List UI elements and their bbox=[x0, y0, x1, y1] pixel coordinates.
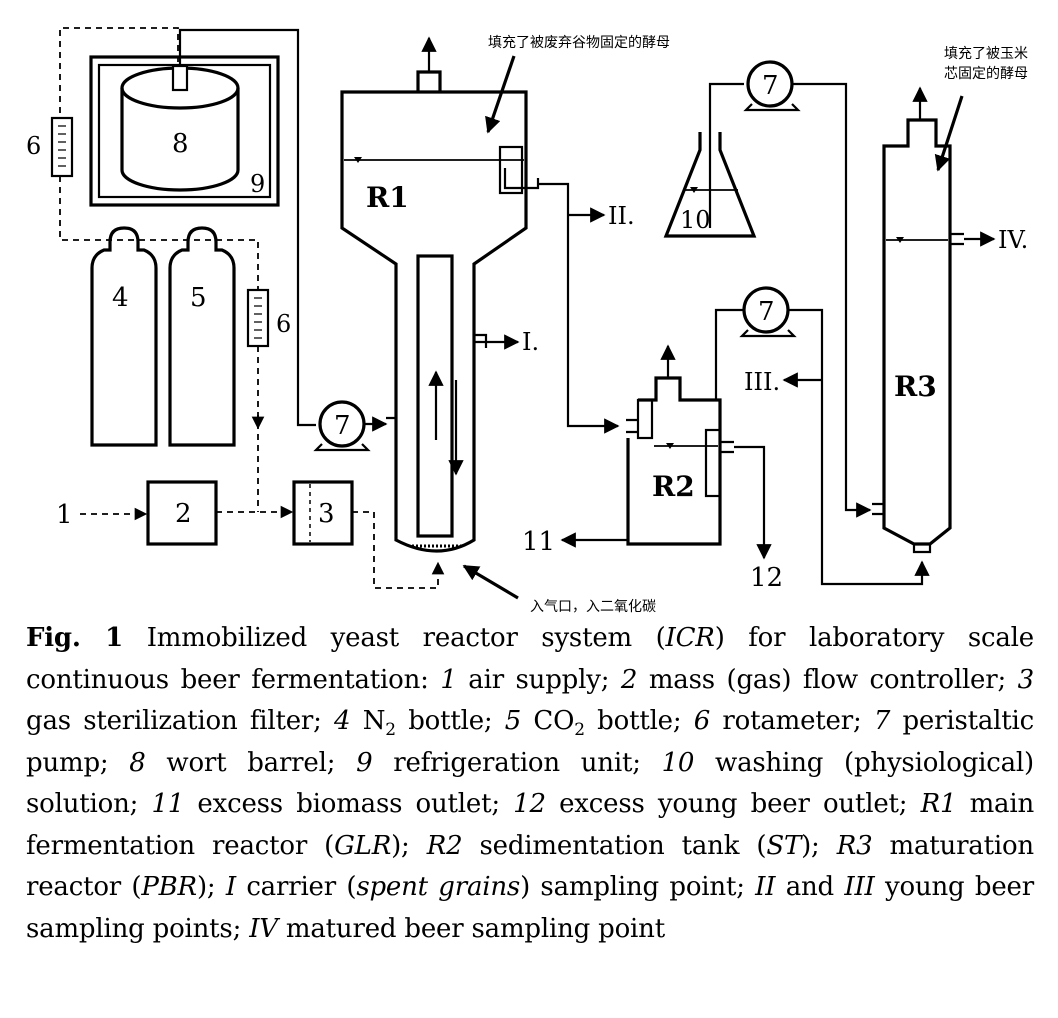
caption-segment: 5 bbox=[504, 706, 522, 736]
caption-segment: matured beer sampling point bbox=[277, 913, 665, 944]
sample-point-iii: III. bbox=[744, 368, 780, 396]
caption-segment: excess young beer outlet; bbox=[545, 789, 921, 819]
caption-segment: refrigeration unit; bbox=[372, 747, 662, 778]
wort-barrel bbox=[120, 64, 240, 192]
r3-maturation-reactor bbox=[872, 118, 964, 554]
rotameter-left bbox=[50, 116, 74, 178]
figure-caption: Fig. 1 Immobilized yeast reactor system … bbox=[26, 618, 1034, 950]
caption-segment: young beer sampling points; bbox=[26, 872, 1034, 944]
caption-segment: 9 bbox=[356, 747, 373, 778]
caption-segment: ); bbox=[391, 830, 427, 861]
caption-segment: III bbox=[844, 872, 875, 902]
n2-bottle bbox=[90, 226, 158, 447]
gas-line-bottles bbox=[59, 176, 259, 290]
caption-segment: N bbox=[350, 706, 386, 736]
caption-segment: GLR bbox=[334, 830, 392, 861]
caption-segment: R3 bbox=[836, 830, 873, 861]
mass-flow-controller bbox=[146, 480, 218, 546]
r2-label: R2 bbox=[652, 470, 695, 503]
caption-segment: and bbox=[775, 872, 845, 902]
r3-label: R3 bbox=[894, 370, 937, 403]
label-8: 8 bbox=[172, 129, 189, 159]
caption-segment: 12 bbox=[513, 789, 546, 819]
caption-segment: gas sterilization filter; bbox=[26, 706, 335, 736]
caption-segment: air supply; bbox=[456, 664, 621, 695]
caption-segment: 10 bbox=[661, 747, 695, 778]
caption-segment: 1 bbox=[440, 664, 457, 695]
gas-line-top bbox=[59, 27, 179, 118]
r1-main-fermentation-reactor bbox=[340, 70, 540, 553]
caption-segment: washing (physiological) solution; bbox=[26, 747, 1034, 820]
caption-segment: carrier ( bbox=[235, 872, 357, 902]
r3-annotation-line1: 填充了被玉米 bbox=[944, 46, 1028, 62]
sample-point-i: I. bbox=[522, 328, 539, 356]
caption-segment: spent grains bbox=[356, 872, 521, 902]
reactor-system-diagram: 8 9 6 4 5 6 1 2 3 7 bbox=[26, 27, 1028, 615]
label-7-b: 7 bbox=[758, 297, 775, 327]
caption-segment: 2 bbox=[574, 720, 585, 741]
wort-feed-line bbox=[178, 28, 316, 427]
caption-segment: rotameter; bbox=[710, 706, 874, 736]
label-9: 9 bbox=[250, 170, 265, 198]
caption-segment: R2 bbox=[426, 830, 463, 861]
caption-segment: ); bbox=[196, 872, 226, 902]
caption-segment: ) sampling point; bbox=[520, 872, 756, 902]
caption-segment: 11 bbox=[151, 789, 185, 819]
caption-body: Immobilized yeast reactor system (ICR) f… bbox=[26, 623, 1034, 944]
label-2: 2 bbox=[175, 499, 192, 529]
caption-segment: sedimentation tank ( bbox=[462, 830, 767, 861]
caption-segment: R1 bbox=[920, 789, 957, 819]
caption-segment: II bbox=[755, 872, 776, 902]
caption-segment: Immobilized yeast reactor system ( bbox=[123, 623, 666, 653]
figure-label: Fig. 1 bbox=[26, 623, 124, 653]
caption-segment: 4 bbox=[334, 706, 351, 736]
caption-segment: ) for laboratory scale continuous beer f… bbox=[26, 623, 1034, 695]
caption-segment: excess biomass outlet; bbox=[184, 789, 514, 819]
caption-segment: IV bbox=[249, 913, 278, 944]
gas-inlet-annotation: 入气口，入二氧化碳 bbox=[530, 599, 656, 615]
r3-annotation-line2: 芯固定的酵母 bbox=[944, 66, 1028, 82]
label-3: 3 bbox=[318, 499, 335, 529]
gas-inlet-line bbox=[352, 511, 445, 589]
caption-segment: 3 bbox=[1017, 664, 1035, 695]
r2-sedimentation-tank bbox=[626, 376, 734, 546]
r1-label: R1 bbox=[366, 181, 409, 214]
caption-segment: 2 bbox=[620, 664, 638, 695]
label-4: 4 bbox=[112, 283, 129, 313]
caption-segment: 7 bbox=[873, 706, 891, 736]
caption-segment: main fermentation reactor ( bbox=[26, 789, 1035, 861]
caption-segment: maturation reactor ( bbox=[26, 830, 1034, 903]
caption-segment: ICR bbox=[665, 623, 715, 653]
label-6-right: 6 bbox=[276, 310, 291, 338]
caption-segment: ST bbox=[766, 830, 802, 861]
r1-annotation: 填充了被废弃谷物固定的酵母 bbox=[488, 35, 670, 51]
sample-point-iv: IV. bbox=[998, 226, 1028, 254]
caption-segment: bottle; bbox=[584, 706, 694, 736]
sample-point-ii: II. bbox=[608, 202, 635, 230]
label-7-c: 7 bbox=[762, 71, 779, 101]
caption-segment: ); bbox=[801, 830, 837, 861]
label-5: 5 bbox=[190, 283, 207, 313]
caption-segment: 6 bbox=[693, 706, 711, 736]
caption-segment: PBR bbox=[141, 872, 197, 902]
caption-segment: 2 bbox=[385, 720, 396, 741]
label-1: 1 bbox=[56, 500, 73, 530]
label-11: 11 bbox=[522, 527, 555, 557]
caption-segment: bottle; bbox=[395, 706, 505, 736]
caption-segment: peristaltic pump; bbox=[26, 706, 1034, 778]
caption-segment: wort barrel; bbox=[145, 747, 357, 778]
gas-sterilization-filter bbox=[292, 480, 354, 546]
caption-segment: CO bbox=[521, 706, 575, 736]
label-6-left: 6 bbox=[26, 132, 41, 160]
caption-segment: I bbox=[225, 872, 236, 902]
caption-segment: 8 bbox=[129, 747, 146, 778]
label-7-a: 7 bbox=[334, 411, 351, 441]
label-12: 12 bbox=[750, 563, 783, 593]
label-10: 10 bbox=[680, 206, 711, 234]
co2-bottle bbox=[168, 226, 236, 447]
caption-segment: mass (gas) flow controller; bbox=[637, 664, 1018, 695]
